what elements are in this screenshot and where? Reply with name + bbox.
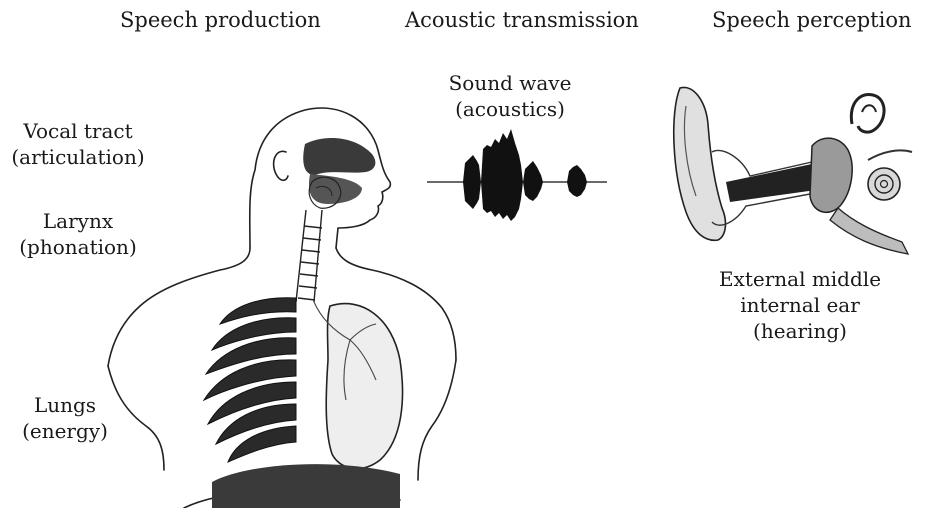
waveform-segment-1: [463, 155, 481, 209]
header-speech-production: Speech production: [120, 8, 321, 32]
ear-outline: [274, 151, 288, 180]
label-ear-line1: External middle: [700, 266, 900, 292]
header-speech-perception: Speech perception: [712, 8, 912, 32]
trachea-drawing: [296, 210, 322, 302]
eustachian-tube-drawing: [830, 208, 908, 254]
semicircular-canals-drawing: [851, 94, 884, 132]
waveform-segment-4: [567, 165, 587, 197]
waveform-segment-3: [523, 161, 543, 201]
cochlea-drawing: [868, 168, 900, 200]
vocal-tract-drawing: [303, 138, 375, 208]
shoulder-left: [108, 248, 250, 366]
speech-production-illustration: [100, 70, 460, 508]
rib-cage-drawing: [204, 298, 296, 462]
arm-left-inner: [108, 366, 164, 470]
waveform-segment-2: [481, 129, 523, 221]
sound-wave-waveform: [425, 125, 610, 225]
ear-cross-section-illustration: [662, 72, 920, 258]
auditory-nerve-drawing: [868, 150, 912, 160]
header-acoustic-transmission: Acoustic transmission: [405, 8, 639, 32]
label-ear: External middle internal ear (hearing): [700, 266, 900, 344]
arm-right-inner: [418, 360, 456, 480]
diaphragm-drawing: [212, 464, 400, 508]
label-ear-line3: (hearing): [700, 318, 900, 344]
ear-canal-drawing: [726, 164, 816, 202]
middle-ear-drawing: [810, 138, 852, 212]
pinna-drawing: [674, 87, 726, 240]
label-ear-line2: internal ear: [700, 292, 900, 318]
